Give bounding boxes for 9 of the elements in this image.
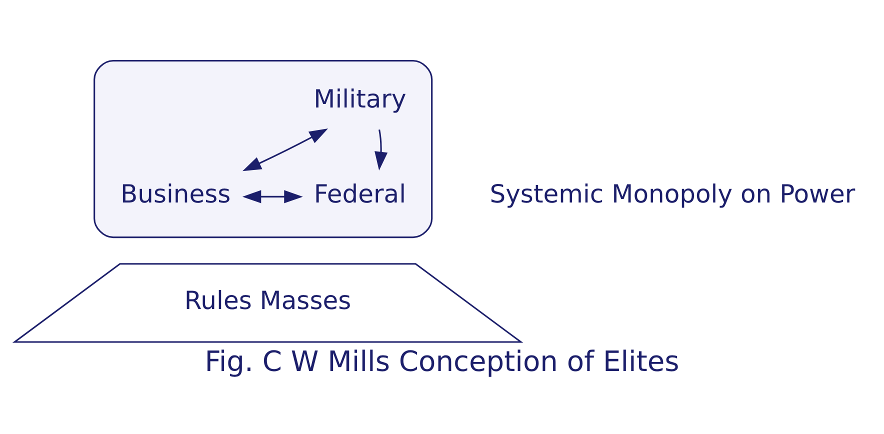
label: Systemic Monopoly on Power — [490, 180, 856, 209]
node-text: Business — [120, 180, 231, 209]
node-text: Military — [314, 84, 406, 114]
arrow — [242, 128, 328, 172]
node-text: Federal — [314, 180, 406, 209]
caption: Fig. C W Mills Conception of Elites — [204, 344, 680, 378]
arrow — [242, 190, 303, 204]
arrow — [374, 129, 388, 171]
cluster — [94, 60, 433, 238]
